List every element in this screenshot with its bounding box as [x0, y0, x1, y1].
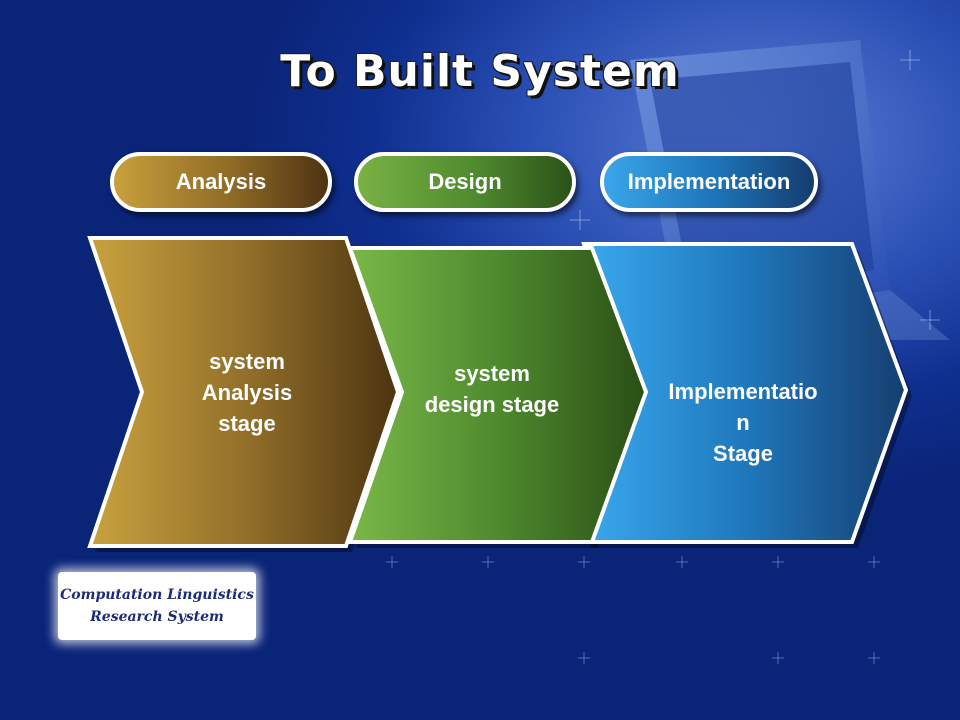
logo-line-2: Research System	[90, 609, 224, 625]
analysis-stage-text: system Analysis stage	[201, 349, 293, 436]
design-phase-pill: Design	[354, 152, 576, 212]
design-stage-text: system design stage	[424, 361, 560, 417]
implementation-stage-text: Implementatio n Stage	[668, 379, 818, 466]
slide-title: To Built System	[280, 46, 680, 97]
design-chevron	[347, 246, 649, 544]
analysis-phase-label: Analysis	[175, 169, 267, 194]
logo-line-1: Computation Linguistics	[60, 587, 254, 603]
analysis-phase-pill: Analysis	[110, 152, 332, 212]
research-system-logo: Computation Linguistics Research System	[58, 572, 256, 640]
design-phase-label: Design	[428, 169, 502, 194]
implementation-phase-label: Implementation	[627, 169, 791, 194]
implementation-phase-pill: Implementation	[600, 152, 818, 212]
analysis-chevron	[87, 236, 401, 548]
